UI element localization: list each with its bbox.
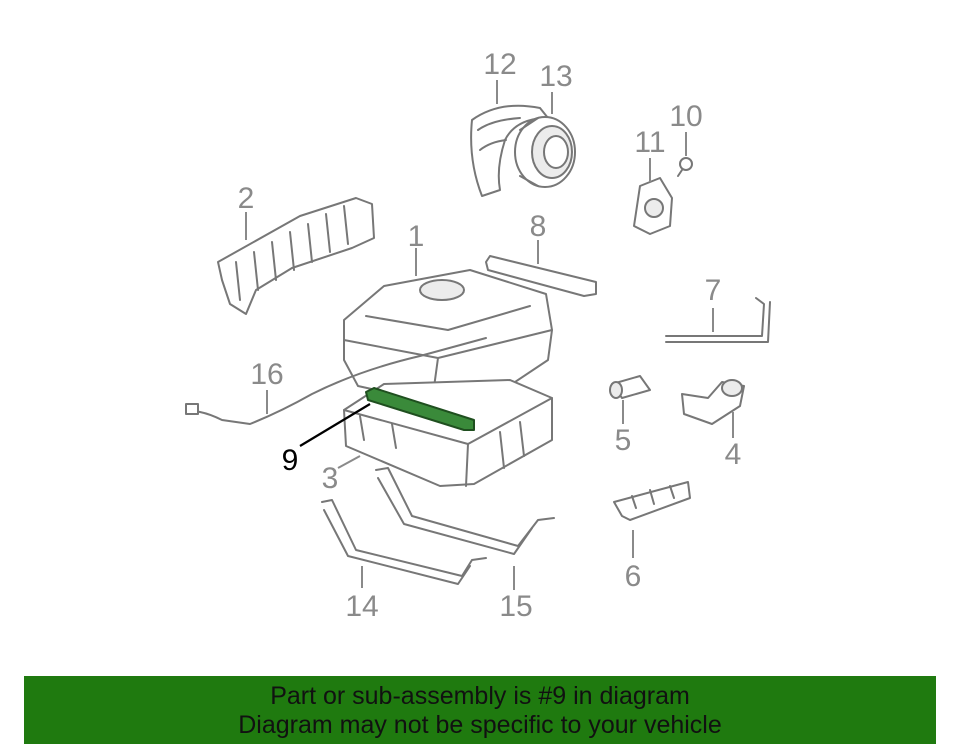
callout-15: 15: [499, 590, 532, 623]
callout-13: 13: [539, 60, 572, 93]
callout-11: 11: [634, 126, 665, 159]
part-13-housing: [514, 116, 576, 188]
callout-8: 8: [530, 210, 547, 243]
callout-6: 6: [625, 560, 642, 593]
part-6-bracket: [613, 481, 691, 521]
part-12-shield: [470, 104, 549, 197]
callout-2: 2: [238, 182, 255, 215]
callout-12: 12: [483, 48, 516, 81]
banner-line-2: Diagram may not be specific to your vehi…: [238, 711, 722, 739]
callout-3: 3: [322, 462, 339, 495]
part-7-tube: [665, 297, 771, 343]
parts-diagram: 1 2 3 4 5 6 7 8 9 10 11 12 13 14 15 16: [185, 48, 771, 623]
part-1-fuel-tank: [343, 269, 553, 403]
callout-labels: 1 2 3 4 5 6 7 8 9 10 11 12 13 14 15 16: [238, 48, 742, 623]
callout-1: 1: [408, 220, 425, 253]
part-2-heat-shield: [217, 197, 375, 315]
callout-16: 16: [250, 358, 283, 391]
callout-7: 7: [705, 274, 722, 307]
part-16-hose: [185, 337, 487, 425]
callout-10: 10: [669, 100, 702, 133]
callout-9-highlighted: 9: [282, 444, 299, 477]
part-15-strap: [375, 467, 555, 555]
callout-14: 14: [345, 590, 378, 623]
part-9-strap-highlighted: [365, 387, 475, 431]
banner-line-1: Part or sub-assembly is #9 in diagram: [270, 682, 690, 710]
part-14-strap: [321, 499, 487, 585]
part-11-plate: [633, 177, 673, 235]
callout-4: 4: [725, 438, 742, 471]
callout-5: 5: [615, 424, 632, 457]
leader-lines: [245, 80, 734, 590]
part-4-filler-pipe: [681, 379, 745, 425]
part-8-rail: [485, 255, 597, 297]
part-5-filter: [609, 375, 651, 399]
info-banner: Part or sub-assembly is #9 in diagram Di…: [24, 676, 936, 744]
part-10-screw: [677, 157, 693, 177]
